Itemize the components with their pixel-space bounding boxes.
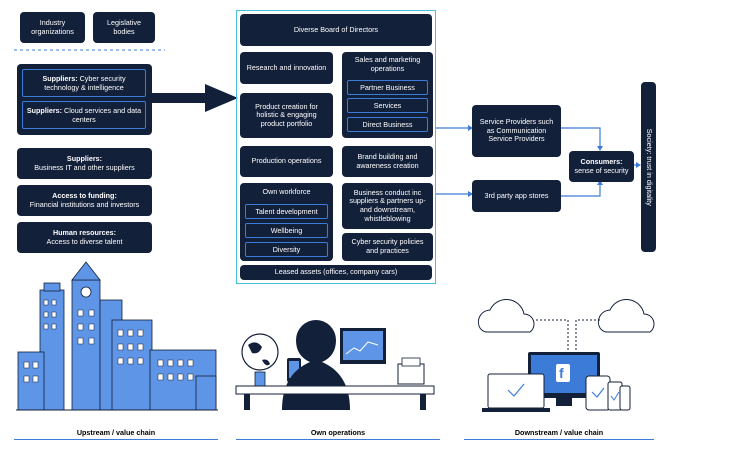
services-label: Services	[373, 101, 402, 110]
diversity-label: Diversity	[272, 245, 301, 254]
services-box: Services	[347, 98, 428, 113]
suppliers-it-text: Business IT and other suppliers	[34, 162, 135, 172]
supplier-cyber-title: Suppliers:	[42, 74, 78, 83]
own-operations-rule	[236, 439, 440, 440]
direct-business-box: Direct Business	[347, 117, 428, 132]
arrow-appstores-consumers	[561, 183, 601, 197]
legislative-label: Legislative bodies	[107, 17, 141, 36]
research-box: Research and innovation	[240, 52, 333, 84]
suppliers-group	[17, 64, 152, 135]
funding-box: Access to funding: Financial institution…	[17, 185, 152, 216]
supplier-arrow	[152, 84, 238, 112]
sales-box: Sales and marketing operations	[342, 52, 433, 138]
leased-assets-box: Leased assets (offices, company cars)	[240, 265, 432, 280]
supplier-cloud-title: Suppliers:	[26, 106, 63, 115]
suppliers-it-title: Suppliers:	[66, 153, 103, 163]
devices-illustration: f	[477, 299, 655, 412]
partner-business-box: Partner Business	[347, 80, 428, 95]
cyber-policies-box: Cyber security policies and practices	[342, 233, 433, 261]
board-label: Diverse Board of Directors	[293, 24, 379, 34]
workforce-box: Own workforce	[240, 183, 333, 261]
industry-organizations-box: Industry organizations	[20, 12, 85, 43]
production-box: Production operations	[240, 146, 333, 177]
production-label: Production operations	[251, 156, 322, 166]
own-operations-caption: Own operations	[310, 428, 366, 437]
consumers-box: Consumers: sense of security	[569, 151, 634, 182]
cyber-policies-label: Cyber security policies and practices	[351, 237, 424, 255]
product-creation-label: Product creation for holistic & engaging…	[255, 101, 318, 128]
service-providers-label: Service Providers such as Communication …	[479, 117, 554, 144]
legislative-bodies-box: Legislative bodies	[93, 12, 155, 43]
consumers-text: sense of security	[574, 165, 629, 175]
partner-business-label: Partner Business	[360, 83, 415, 92]
research-label: Research and innovation	[246, 62, 327, 72]
hr-title: Human resources:	[52, 227, 117, 237]
direct-business-label: Direct Business	[362, 120, 413, 129]
funding-title: Access to funding:	[52, 190, 117, 200]
office-illustration	[235, 320, 435, 410]
upstream-rule	[14, 439, 218, 440]
sales-label: Sales and marketing operations	[354, 55, 421, 73]
diversity-box: Diversity	[245, 242, 328, 257]
suppliers-it-box: Suppliers: Business IT and other supplie…	[17, 148, 152, 179]
brand-box: Brand building and awareness creation	[342, 146, 433, 177]
downstream-caption: Downstream / value chain	[514, 428, 604, 437]
board-box: Diverse Board of Directors	[240, 14, 432, 46]
hr-text: Access to diverse talent	[46, 236, 123, 246]
upstream-caption: Upstream / value chain	[76, 428, 156, 437]
industry-label: Industry organizations	[31, 17, 74, 36]
arrow-providers-consumers	[561, 127, 601, 148]
downstream-rule	[464, 439, 654, 440]
wellbeing-box: Wellbeing	[245, 223, 328, 238]
funding-text: Financial institutions and investors	[29, 199, 140, 209]
supplier-cyber-text: Cyber security technology & intelligence	[44, 74, 126, 92]
consumers-title: Consumers:	[580, 156, 623, 166]
workforce-label: Own workforce	[262, 187, 311, 196]
conduct-label: Business conduct inc suppliers & partner…	[349, 187, 426, 223]
wellbeing-label: Wellbeing	[270, 226, 303, 235]
society-bar: Society: trust in digitality	[641, 82, 656, 252]
brand-label: Brand building and awareness creation	[356, 151, 419, 170]
talent-box: Talent development	[245, 204, 328, 219]
supplier-cloud-text: Cloud services and data centers	[62, 106, 142, 124]
service-providers-box: Service Providers such as Communication …	[472, 105, 561, 157]
supplier-cloud-box: Suppliers: Cloud services and data cente…	[22, 101, 146, 129]
app-stores-box: 3rd party app stores	[472, 180, 561, 212]
leased-assets-label: Leased assets (offices, company cars)	[274, 267, 398, 277]
conduct-box: Business conduct inc suppliers & partner…	[342, 183, 433, 229]
human-resources-box: Human resources: Access to diverse talen…	[17, 222, 152, 253]
svg-text:f: f	[559, 365, 564, 381]
product-creation-box: Product creation for holistic & engaging…	[240, 93, 333, 138]
supplier-cyber-box: Suppliers: Cyber security technology & i…	[22, 69, 146, 97]
own-operations-frame	[236, 10, 436, 284]
talent-label: Talent development	[255, 207, 318, 216]
city-illustration	[16, 261, 218, 411]
app-stores-label: 3rd party app stores	[484, 190, 549, 200]
society-label: Society: trust in digitality	[644, 128, 654, 206]
